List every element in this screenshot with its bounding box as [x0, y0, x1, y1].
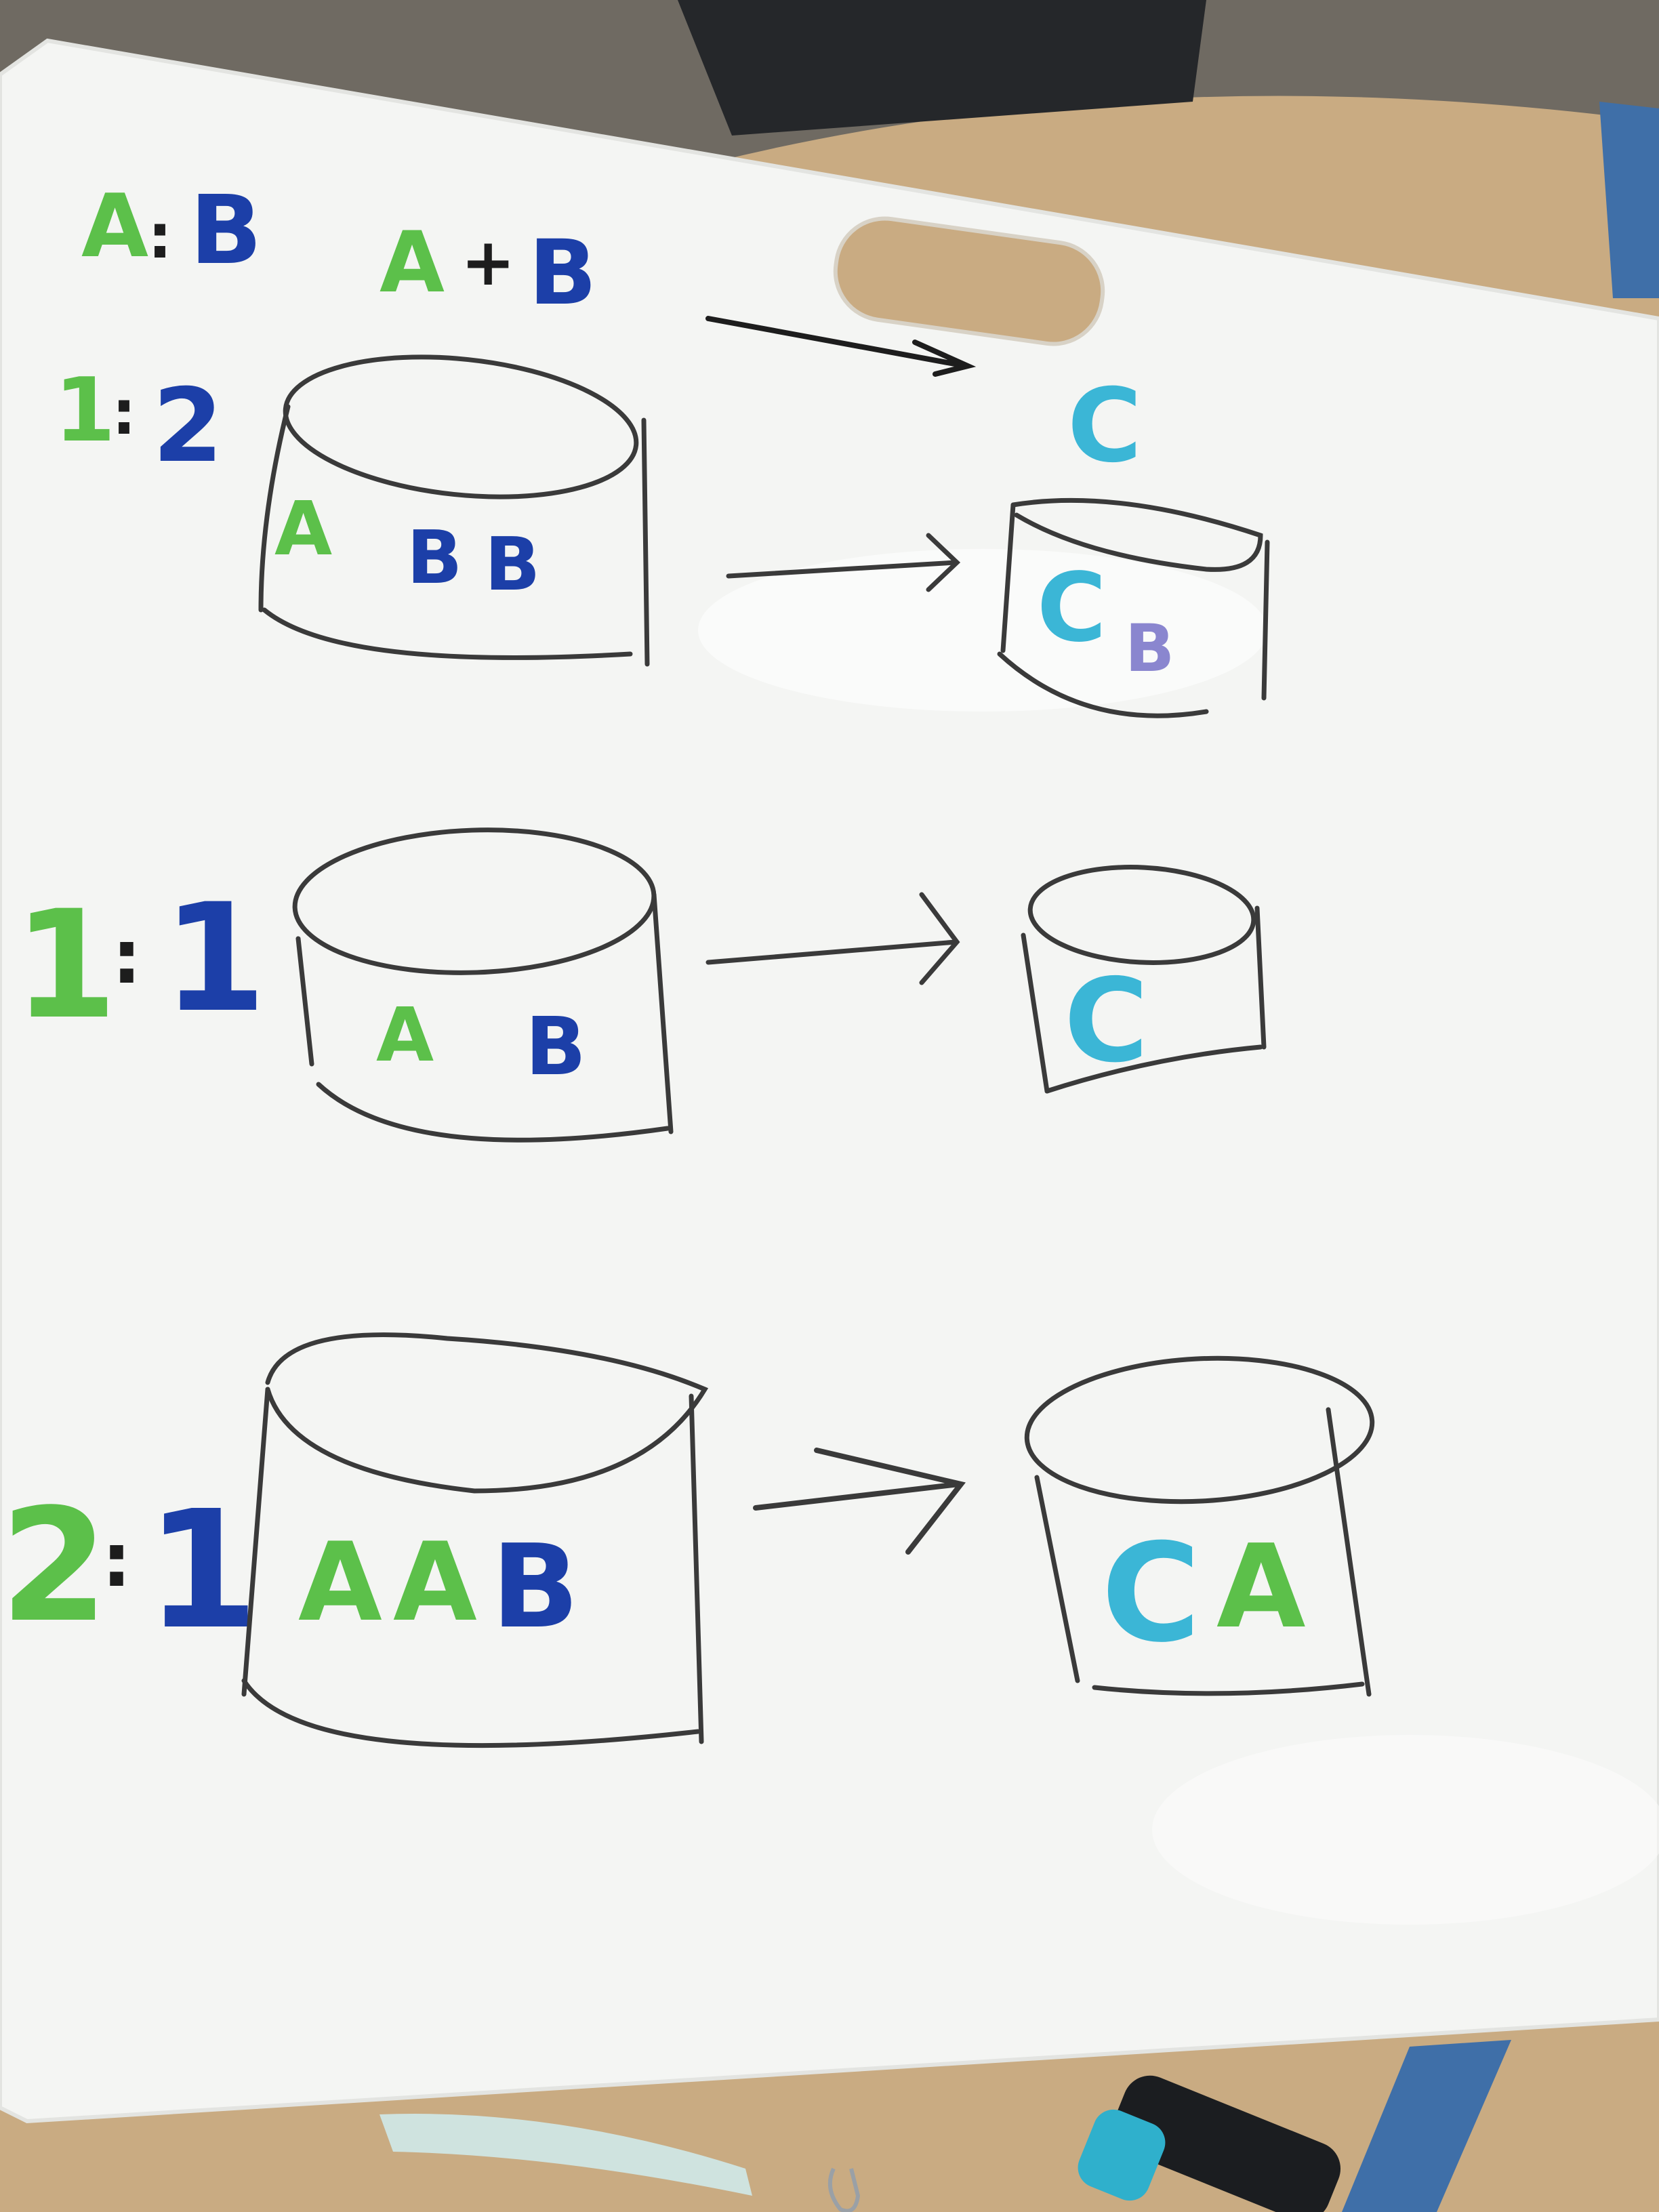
ratio-header: A : B [81, 176, 262, 286]
ratio-header-b: B [190, 176, 262, 286]
reaction-arrow [726, 533, 961, 592]
product-container [997, 497, 1270, 718]
reactant-container [258, 354, 650, 667]
product-container [1024, 1355, 1375, 1697]
equation-product: C [1067, 367, 1142, 485]
equation-b: B [529, 221, 597, 325]
paperclip-icon [827, 2167, 861, 2212]
glare [698, 549, 1267, 712]
reactant-particle: A [376, 991, 434, 1078]
reactant-particle: A [274, 485, 332, 572]
reactant-container [292, 827, 674, 1143]
ratio-a: 1 [54, 359, 115, 462]
ratio-sep: : [112, 377, 136, 449]
reaction-arrow [753, 1448, 966, 1555]
ratio-1-2: 1 : 2 [54, 359, 223, 485]
product-particle: C [1101, 1515, 1201, 1673]
glare [1152, 1735, 1659, 1925]
equation: A + B [380, 214, 597, 325]
equation-arrow [705, 316, 977, 377]
reactant-particle: B [491, 1520, 579, 1654]
equation-a: A [380, 214, 445, 312]
reactant-particle: A [393, 1519, 477, 1645]
cloth [380, 2114, 752, 2196]
ratio-a: 1 [14, 878, 117, 1052]
marker-icon [1078, 2075, 1341, 2212]
ratio-b: 2 [152, 367, 223, 485]
product-particle: C [1037, 553, 1107, 663]
dark-object [678, 0, 1206, 136]
reactant-particle: B [525, 1000, 586, 1093]
ratio-header-sep: : [148, 201, 172, 272]
ratio-sep: : [102, 1517, 131, 1603]
board-handle-hole [833, 216, 1105, 346]
reactant-container [241, 1332, 709, 1748]
reactant-particle: A [298, 1519, 382, 1645]
reaction-arrow [705, 892, 960, 985]
product-particle: A [1216, 1520, 1306, 1654]
ratio-b: 1 [163, 872, 266, 1045]
ratio-a: 2 [0, 1476, 108, 1657]
reactant-particle: B [407, 516, 462, 600]
ratio-2-1: 2 : 1 [0, 1475, 259, 1665]
ratio-b: 1 [146, 1475, 259, 1665]
product-container [1021, 865, 1267, 1094]
reactant-particle: B [485, 523, 540, 607]
table-edge-tape-bottom [1342, 2040, 1511, 2212]
ratio-header-a: A [81, 176, 148, 277]
ratio-sep: : [112, 914, 142, 1000]
product-particle: C [1064, 954, 1149, 1088]
ratio-1-1: 1 : 1 [14, 872, 266, 1052]
equation-plus: + [461, 224, 515, 300]
whiteboard [0, 38, 1659, 2124]
product-particle: B [1125, 611, 1174, 687]
table-edge-tape [1599, 102, 1659, 298]
